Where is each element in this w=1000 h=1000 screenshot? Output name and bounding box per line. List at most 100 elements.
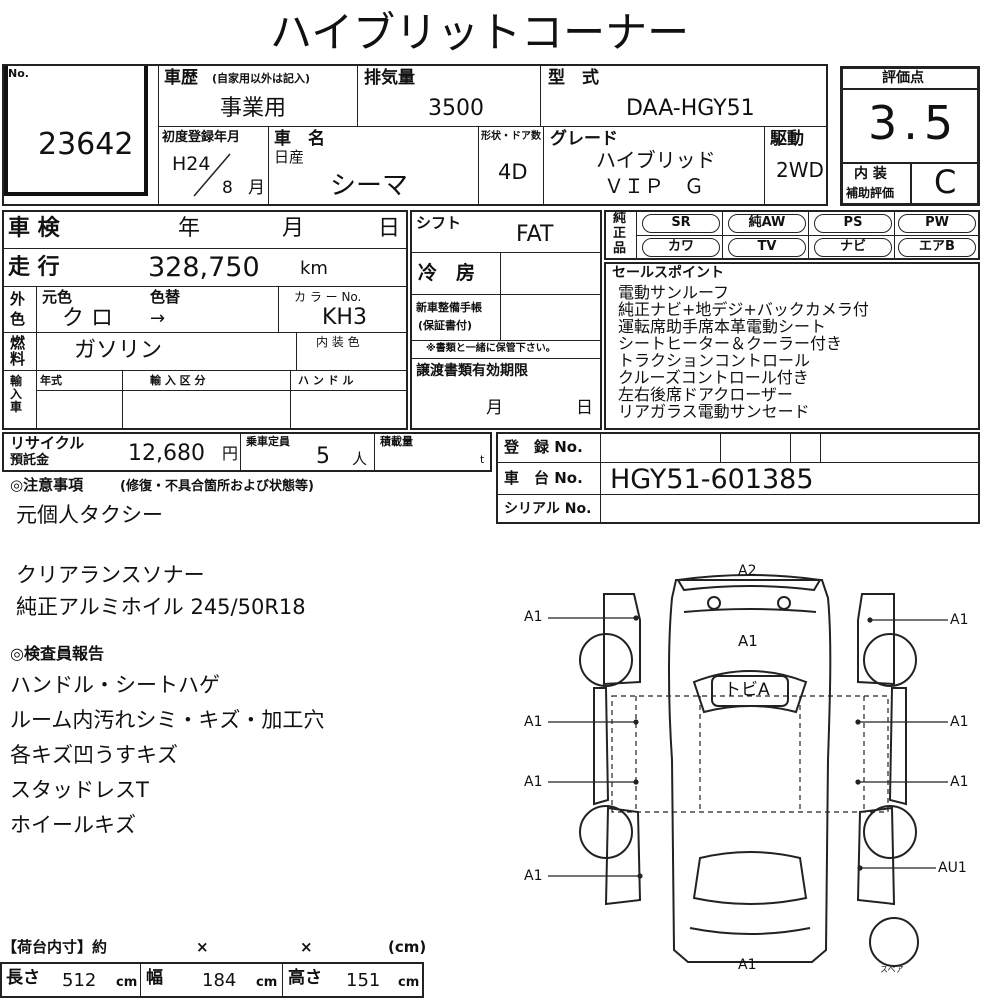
- sales-point: クルーズコントロール付き: [618, 368, 809, 387]
- transfer-day: 日: [576, 398, 593, 418]
- equip-leather: カワ: [642, 238, 720, 257]
- history-label: 車歴: [164, 68, 198, 88]
- sales-point: シートヒーター＆クーラー付き: [618, 334, 843, 353]
- damage-right: A1: [950, 612, 969, 628]
- car-maker: 日産: [274, 148, 305, 166]
- length-value: 512: [62, 970, 97, 991]
- width-value: 184: [202, 970, 237, 991]
- capacity-unit: 人: [352, 450, 368, 468]
- displacement-value: 3500: [428, 96, 484, 121]
- shift-frame: [410, 210, 602, 430]
- registration-frame: [496, 432, 980, 524]
- equip-navi: ナビ: [814, 238, 892, 257]
- spare-label: スペア: [880, 965, 904, 974]
- sales-point: トラクションコントロール: [618, 351, 811, 370]
- caution-line: 元個人タクシー: [16, 503, 163, 527]
- recycle-label-1: リサイクル: [10, 434, 85, 452]
- damage-left: A1: [524, 774, 543, 790]
- orig-color-label: 元色: [42, 288, 73, 306]
- mileage-unit: km: [300, 258, 328, 279]
- exterior-label-1: 外: [10, 290, 26, 308]
- fuel-label-2: 料: [10, 350, 26, 368]
- inspector-line: ホイールキズ: [10, 813, 136, 837]
- recycle-value: 12,680: [128, 441, 205, 466]
- exterior-label-2: 色: [10, 310, 26, 328]
- damage-right: A1: [950, 714, 969, 730]
- equip-sr: SR: [642, 214, 720, 233]
- interior-label-2: 補助評価: [846, 186, 895, 200]
- damage-top: A2: [738, 563, 757, 579]
- color-code-value: KH3: [322, 305, 367, 330]
- first-reg-era: H24: [172, 153, 211, 175]
- equip-aw: 純AW: [728, 214, 806, 233]
- transfer-month: 月: [486, 398, 503, 418]
- interior-color-label: 内 装 色: [316, 335, 360, 349]
- cargo-x2: ×: [300, 938, 313, 956]
- caution-line: 純正アルミホイル 245/50R18: [16, 595, 306, 619]
- import-year-label: 年式: [40, 374, 62, 387]
- shaken-year: 年: [178, 216, 201, 241]
- damage-bottom: A1: [738, 957, 757, 973]
- left-middle-frame: [2, 210, 408, 430]
- damage-hood: A1: [738, 632, 758, 650]
- cargo-unit: (cm): [388, 938, 427, 956]
- header-frame: [2, 64, 828, 206]
- caution-sub: (修復・不具合箇所および状態等): [120, 479, 314, 494]
- length-unit: cm: [116, 975, 138, 990]
- date-slash: [193, 153, 231, 197]
- equip-label-3: 品: [613, 241, 627, 256]
- doors-label: 形状・ドア数: [481, 131, 541, 142]
- interior-value: C: [934, 163, 957, 201]
- width-unit: cm: [256, 975, 278, 990]
- damage-roof: トビA: [724, 680, 770, 700]
- damage-left: A1: [524, 868, 543, 884]
- load-unit: t: [480, 453, 485, 466]
- height-label: 高さ: [288, 968, 322, 988]
- caution-label: ◎注意事項: [10, 476, 84, 494]
- score-value: 3.5: [868, 96, 960, 150]
- equip-label-2: 正: [613, 226, 627, 241]
- equip-label-1: 純: [613, 211, 627, 226]
- grade-label: グレード: [550, 129, 618, 149]
- car-name-label: 車 名: [274, 129, 325, 149]
- car-damage-diagram: [548, 574, 948, 967]
- grade-line1: ハイブリッド: [596, 148, 716, 172]
- fuel-label-1: 燃: [10, 334, 26, 352]
- load-label: 積載量: [380, 435, 413, 448]
- color-code-label: カ ラ ー No.: [294, 290, 362, 304]
- chassis-label: 車 台 No.: [504, 469, 583, 487]
- serial-label: シリアル No.: [504, 501, 592, 517]
- shift-label: シフト: [416, 214, 462, 232]
- cargo-x1: ×: [196, 938, 209, 956]
- length-label: 長さ: [6, 968, 40, 988]
- inspector-line: 各キズ凹うすキズ: [10, 743, 178, 767]
- warranty-label-1: 新車整備手帳: [416, 301, 482, 314]
- drive-value: 2WD: [776, 158, 824, 182]
- sales-point: 左右後席ドアクローザー: [618, 385, 793, 404]
- dims-frame: [0, 962, 424, 998]
- damage-right: A1: [950, 774, 969, 790]
- cargo-label: 【荷台内寸】約: [2, 938, 108, 956]
- capacity-value: 5: [316, 444, 330, 469]
- displacement-label: 排気量: [364, 68, 415, 88]
- first-reg-month-unit: 月: [248, 178, 265, 198]
- first-reg-month: 8: [222, 178, 233, 198]
- height-unit: cm: [398, 975, 420, 990]
- car-name-value: シーマ: [330, 171, 409, 201]
- import-class-label: 輸 入 区 分: [150, 374, 206, 387]
- sales-points-label: セールスポイント: [612, 265, 724, 281]
- change-color-label: 色替: [150, 288, 181, 306]
- equip-tv: TV: [728, 238, 806, 257]
- import-handle-label: ハ ン ド ル: [298, 374, 354, 387]
- color-arrow: →: [150, 308, 166, 329]
- equip-pw: PW: [898, 214, 976, 233]
- sales-points-frame: [604, 262, 980, 430]
- shift-value: FAT: [516, 222, 554, 247]
- shaken-month: 月: [282, 216, 305, 241]
- height-value: 151: [346, 970, 381, 991]
- doors-value: 4D: [498, 160, 528, 184]
- damage-right: AU1: [938, 860, 967, 876]
- history-value: 事業用: [220, 96, 287, 121]
- fuel-value: ガソリン: [74, 338, 163, 363]
- width-label: 幅: [146, 968, 163, 988]
